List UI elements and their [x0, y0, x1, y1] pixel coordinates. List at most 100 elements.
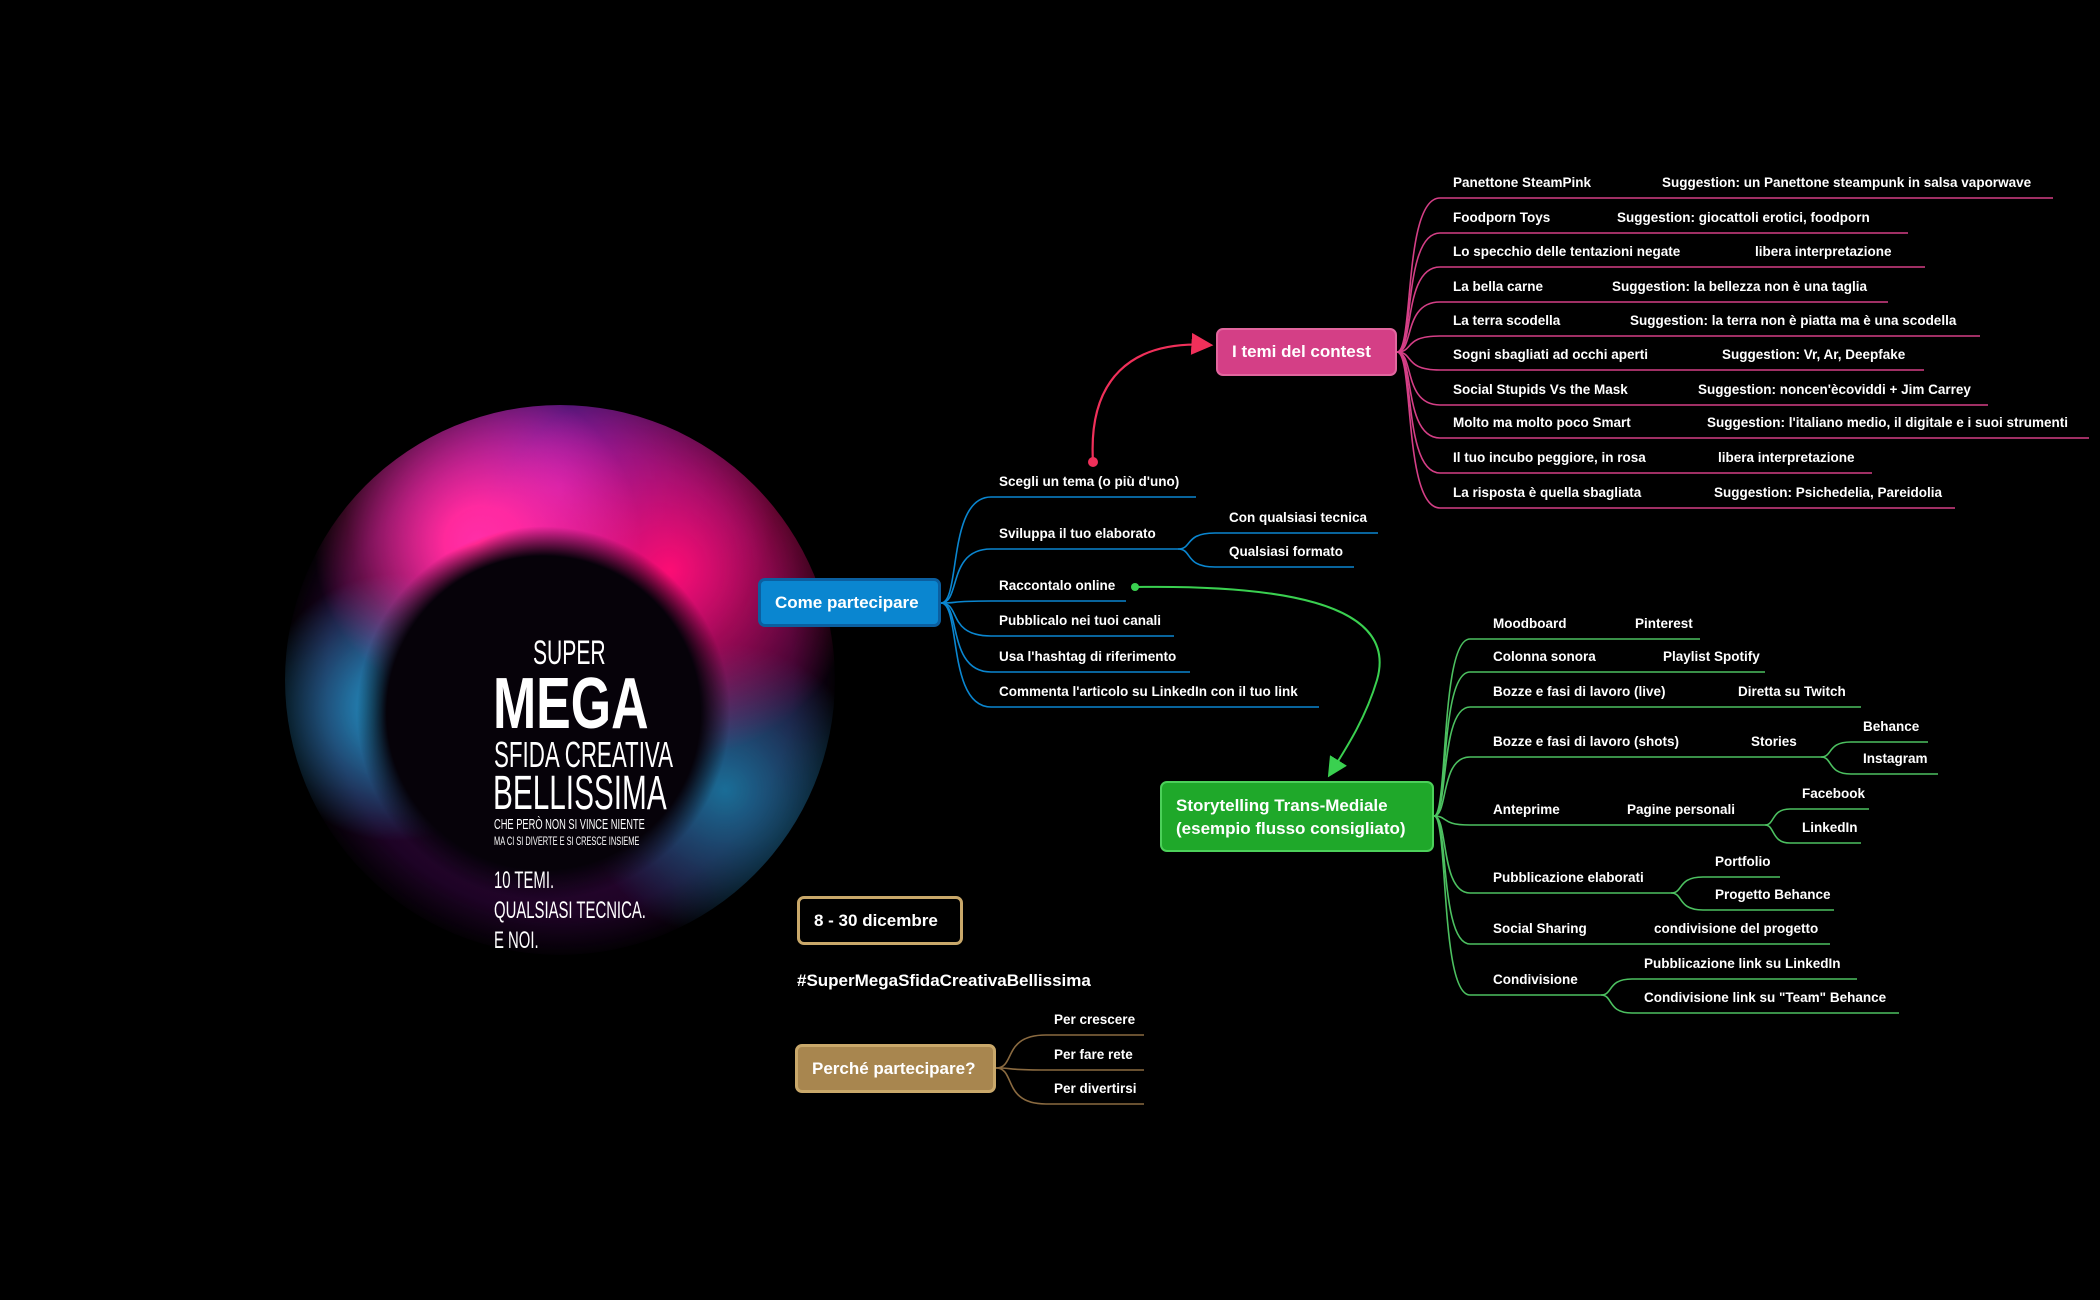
hashtag-label[interactable]: #SuperMegaSfidaCreativaBellissima — [797, 971, 1091, 990]
relationship-dot-story — [1131, 583, 1139, 591]
branch-come-3 — [940, 602, 1174, 637]
branch-perche-2 — [995, 1067, 1144, 1105]
branch-story-0 — [1433, 638, 1700, 817]
flow-channel[interactable]: Pinterest — [1635, 616, 1693, 631]
topic-come-label: Come partecipare — [775, 592, 919, 612]
relationship-dot-temi — [1088, 457, 1098, 467]
reason-item[interactable]: Per divertirsi — [1054, 1081, 1137, 1096]
theme-suggestion[interactable]: libera interpretazione — [1718, 450, 1855, 465]
flow-item[interactable]: Colonna sonora — [1493, 649, 1596, 664]
theme-suggestion[interactable]: Suggestion: giocattoli erotici, foodporn — [1617, 210, 1870, 225]
branch-come-2 — [940, 600, 1126, 604]
branch-come-1 — [940, 548, 1178, 604]
branch-story-sub — [1764, 808, 1869, 826]
flow-subitem[interactable]: Instagram — [1863, 751, 1928, 766]
branch-come-5 — [940, 602, 1319, 708]
flow-item[interactable]: Social Sharing — [1493, 921, 1587, 936]
poster-line-super: SUPER — [533, 634, 606, 672]
branch-temi-9 — [1396, 351, 1955, 509]
theme-suggestion[interactable]: Suggestion: l'italiano medio, il digital… — [1707, 415, 2068, 430]
flow-item[interactable]: Bozze e fasi di lavoro (live) — [1493, 684, 1666, 699]
branch-story-7 — [1433, 815, 1601, 996]
theme-item[interactable]: La bella carne — [1453, 279, 1544, 294]
topic-temi-del-contest[interactable]: I temi del contest — [1216, 328, 1397, 376]
flow-item[interactable]: Pubblicazione elaborati — [1493, 870, 1644, 885]
poster-line-sub1: CHE PERÒ NON SI VINCE NIENTE — [494, 816, 645, 833]
branch-story-sub — [1600, 994, 1899, 1014]
flow-item[interactable]: Moodboard — [1493, 616, 1567, 631]
branch-story-sub — [1764, 824, 1861, 844]
poster-tagline-2: QUALSIASI TECNICA. — [494, 897, 646, 924]
flow-item[interactable]: Anteprime — [1493, 802, 1560, 817]
theme-item[interactable]: Molto ma molto poco Smart — [1453, 415, 1631, 430]
flow-subitem[interactable]: LinkedIn — [1802, 820, 1858, 835]
step-item[interactable]: Commenta l'articolo su LinkedIn con il t… — [999, 684, 1298, 699]
topic-perche-label: Perché partecipare? — [812, 1058, 976, 1078]
theme-item[interactable]: Panettone SteamPink — [1453, 175, 1592, 190]
flow-item[interactable]: Condivisione — [1493, 972, 1578, 987]
poster-tagline-1: 10 TEMI. — [494, 867, 555, 894]
branch-temi-3 — [1396, 301, 1888, 353]
theme-suggestion[interactable]: Suggestion: la terra non è piatta ma è u… — [1630, 313, 1957, 328]
step-subitem[interactable]: Qualsiasi formato — [1229, 544, 1344, 559]
topic-story-label-2: (esempio flusso consigliato) — [1176, 818, 1406, 838]
flow-subitem[interactable]: Facebook — [1802, 786, 1866, 801]
step-item[interactable]: Sviluppa il tuo elaborato — [999, 526, 1156, 541]
topic-storytelling[interactable]: Storytelling Trans-Mediale (esempio flus… — [1160, 781, 1434, 852]
branch-perche-1 — [995, 1067, 1144, 1071]
topic-date[interactable]: 8 - 30 dicembre — [797, 896, 963, 945]
reason-item[interactable]: Per fare rete — [1054, 1047, 1133, 1062]
flow-item[interactable]: Bozze e fasi di lavoro (shots) — [1493, 734, 1680, 749]
topic-story-label-1: Storytelling Trans-Mediale — [1176, 795, 1388, 815]
step-item[interactable]: Usa l'hashtag di riferimento — [999, 649, 1177, 664]
branch-story-3 — [1433, 756, 1821, 817]
flow-subitem[interactable]: Portfolio — [1715, 854, 1771, 869]
branch-temi-4 — [1396, 335, 1980, 353]
theme-item[interactable]: Sogni sbagliati ad occhi aperti — [1453, 347, 1649, 362]
flow-subitem[interactable]: Pubblicazione link su LinkedIn — [1644, 956, 1841, 971]
branch-come-sub-1 — [1177, 548, 1354, 568]
theme-item[interactable]: Il tuo incubo peggiore, in rosa — [1453, 450, 1646, 465]
theme-suggestion[interactable]: libera interpretazione — [1755, 244, 1892, 259]
theme-suggestion[interactable]: Suggestion: noncen'ècoviddi + Jim Carrey — [1698, 382, 1971, 397]
theme-suggestion[interactable]: Suggestion: Vr, Ar, Deepfake — [1722, 347, 1906, 362]
topic-perche-partecipare[interactable]: Perché partecipare? — [795, 1044, 996, 1093]
branch-story-sub — [1670, 892, 1834, 911]
step-subitem[interactable]: Con qualsiasi tecnica — [1229, 510, 1368, 525]
topic-temi-label: I temi del contest — [1232, 342, 1371, 361]
branch-story-sub — [1600, 978, 1857, 996]
flow-channel[interactable]: Pagine personali — [1627, 802, 1736, 817]
flow-channel[interactable]: Stories — [1751, 734, 1797, 749]
flow-channel[interactable]: Diretta su Twitch — [1738, 684, 1846, 699]
branch-temi-5 — [1396, 351, 1924, 371]
flow-subitem[interactable]: Behance — [1863, 719, 1920, 734]
theme-suggestion[interactable]: Suggestion: un Panettone steampunk in sa… — [1662, 175, 2032, 190]
date-label: 8 - 30 dicembre — [814, 910, 938, 930]
branch-story-4 — [1433, 815, 1765, 826]
theme-item[interactable]: Social Stupids Vs the Mask — [1453, 382, 1628, 397]
flow-subitem[interactable]: Progetto Behance — [1715, 887, 1831, 902]
branch-perche-0 — [995, 1034, 1144, 1069]
theme-item[interactable]: Foodporn Toys — [1453, 210, 1551, 225]
theme-suggestion[interactable]: Suggestion: Psichedelia, Pareidolia — [1714, 485, 1943, 500]
branch-come-0 — [940, 496, 1196, 604]
theme-suggestion[interactable]: Suggestion: la bellezza non è una taglia — [1612, 279, 1868, 294]
step-item[interactable]: Scegli un tema (o più d'uno) — [999, 474, 1180, 489]
branch-story-2 — [1433, 706, 1861, 817]
poster-line-mega: MEGA — [493, 664, 649, 744]
topic-come-partecipare[interactable]: Come partecipare — [758, 578, 941, 627]
flow-subitem[interactable]: Condivisione link su "Team" Behance — [1644, 990, 1887, 1005]
reason-item[interactable]: Per crescere — [1054, 1012, 1136, 1027]
flow-channel[interactable]: Playlist Spotify — [1663, 649, 1760, 664]
theme-item[interactable]: La terra scodella — [1453, 313, 1561, 328]
flow-channel[interactable]: condivisione del progetto — [1654, 921, 1819, 936]
step-item[interactable]: Pubblicalo nei tuoi canali — [999, 613, 1162, 628]
poster-line-sfida: SFIDA CREATIVA — [494, 734, 674, 775]
theme-item[interactable]: La risposta è quella sbagliata — [1453, 485, 1642, 500]
step-item[interactable]: Raccontalo online — [999, 578, 1116, 593]
branch-temi-2 — [1396, 266, 1925, 353]
relationship-arrow-temi — [1091, 332, 1214, 463]
theme-item[interactable]: Lo specchio delle tentazioni negate — [1453, 244, 1681, 259]
